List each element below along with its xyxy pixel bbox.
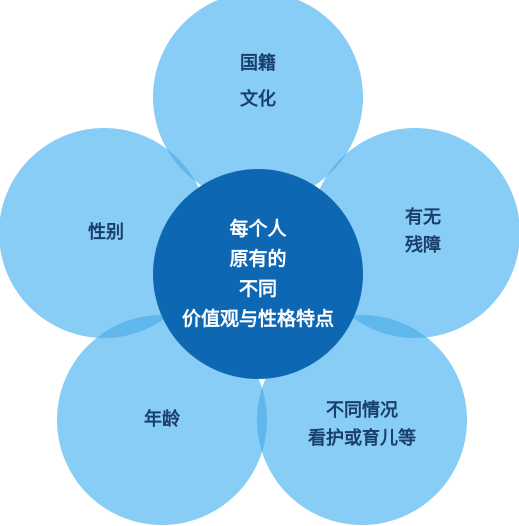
center-circle — [153, 169, 363, 379]
petal-label-line: 看护或育儿等 — [308, 428, 416, 449]
petal-label-line: 有无 — [405, 207, 441, 228]
petal-label-line: 性别 — [88, 222, 124, 243]
center-label-line: 价值观与性格特点 — [181, 308, 335, 330]
petal-label-right: 有无 残障 — [405, 204, 441, 260]
petal-top — [153, 0, 363, 202]
petal-label-top: 国籍 文化 — [240, 46, 276, 118]
petal-bottom-right — [257, 315, 467, 525]
petal-label-bottom-right: 不同情况 看护或育儿等 — [308, 397, 416, 453]
petal-label-left: 性别 — [88, 219, 124, 247]
petal-label-line: 国籍 — [240, 53, 276, 74]
petal-label-line: 不同情况 — [326, 400, 398, 421]
petal-label-line: 年龄 — [144, 409, 180, 430]
petal-label-line: 残障 — [405, 235, 441, 256]
petal-label-bottom-left: 年龄 — [144, 406, 180, 434]
center-label-line: 每个人 — [229, 218, 287, 240]
petal-label-line: 文化 — [240, 89, 276, 110]
center-label-line: 不同 — [238, 278, 278, 300]
center-label-line: 原有的 — [229, 248, 287, 270]
center-label: 每个人 原有的 不同 价值观与性格特点 — [182, 214, 334, 334]
